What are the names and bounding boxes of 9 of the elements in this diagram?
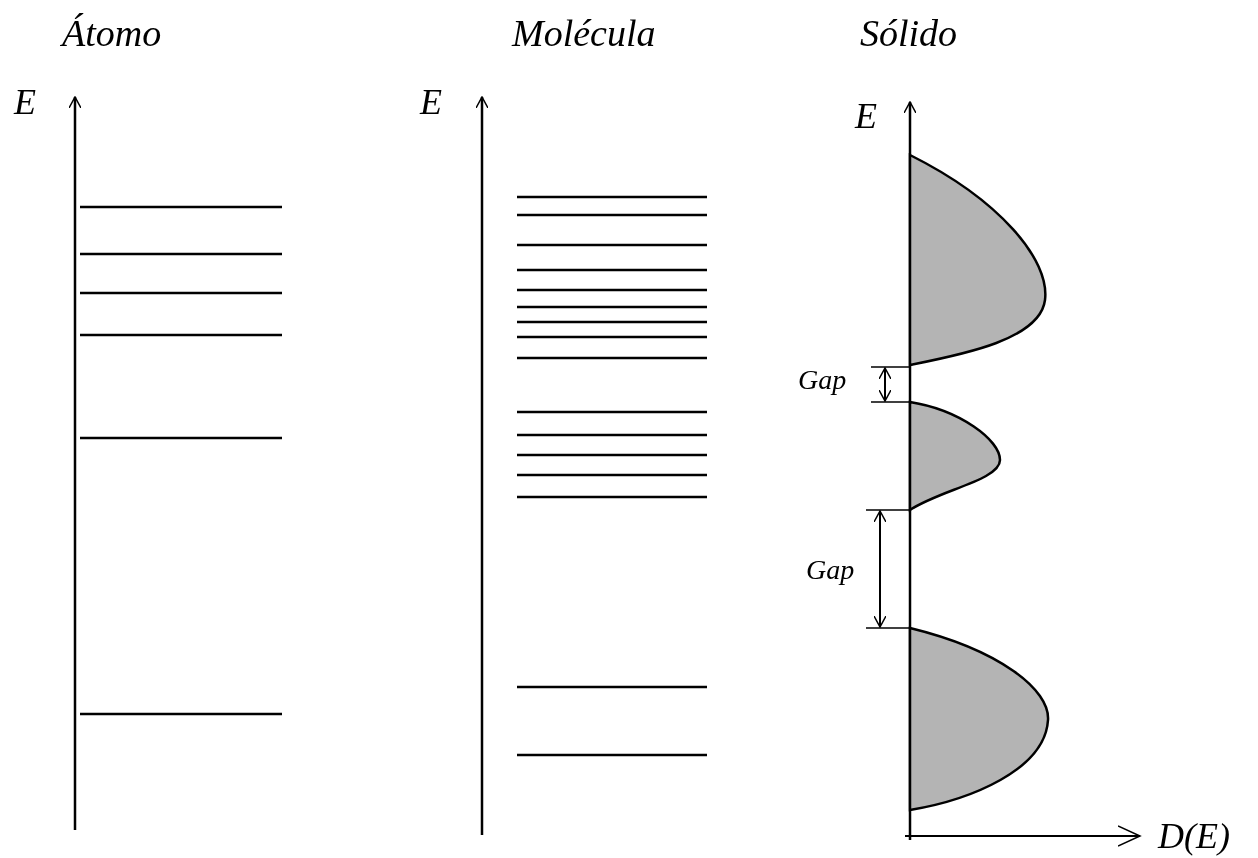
panel-title: Átomo [62,14,162,52]
axis-label: E [14,84,36,120]
gap-label: Gap [798,366,847,394]
axis-label: E [420,84,442,120]
panel-title: Molécula [512,14,656,52]
axis-label: E [855,98,877,134]
gap-label: Gap [806,556,855,584]
axis-label: D(E) [1158,818,1230,854]
panel-title: Sólido [860,14,958,52]
